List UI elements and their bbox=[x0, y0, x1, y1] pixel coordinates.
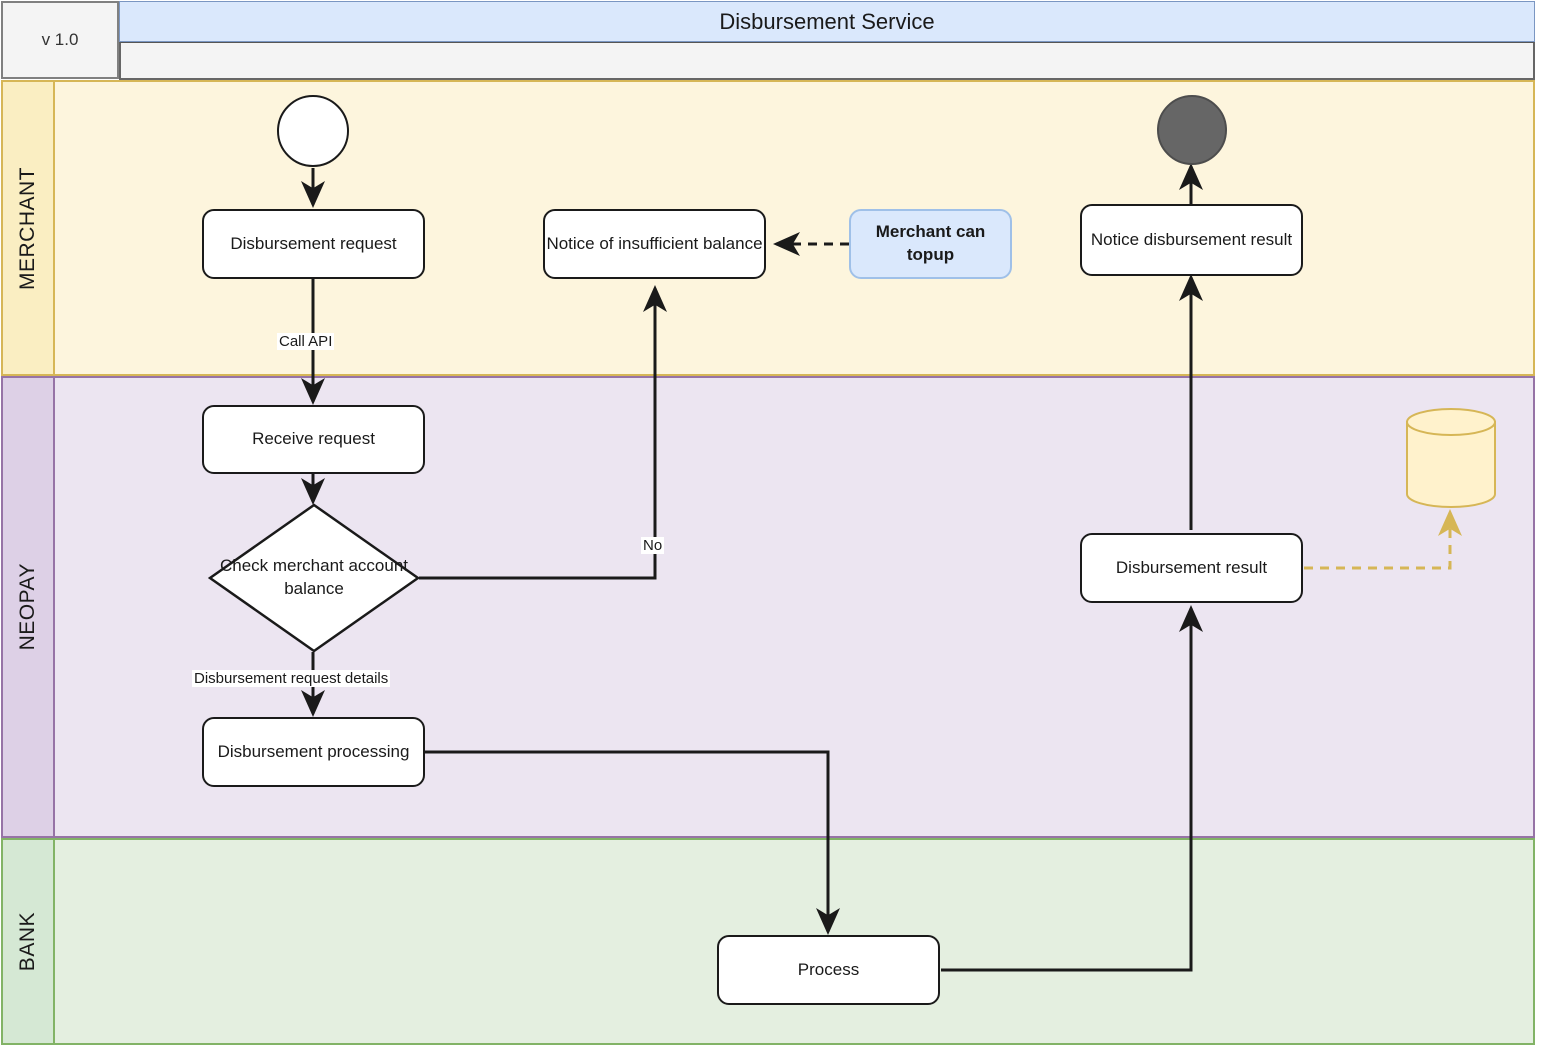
start-event[interactable] bbox=[277, 95, 349, 167]
node-notice-insufficient-balance[interactable]: Notice of insufficient balance bbox=[543, 209, 766, 279]
swimlane-header-merchant: MERCHANT bbox=[3, 82, 55, 374]
diagram-title-bar: Disbursement Service bbox=[119, 1, 1535, 42]
edge-label-request-details: Disbursement request details bbox=[192, 670, 391, 687]
node-label: Process bbox=[797, 959, 860, 979]
edge-label-no: No bbox=[641, 537, 665, 554]
node-label: Disbursement processing bbox=[217, 741, 410, 761]
node-receive-request[interactable]: Receive request bbox=[202, 405, 425, 474]
node-notice-disbursement-result[interactable]: Notice disbursement result bbox=[1080, 204, 1303, 276]
node-disbursement-request[interactable]: Disbursement request bbox=[202, 209, 425, 279]
node-label: Notice of insufficient balance bbox=[546, 233, 763, 253]
swimlane-label-neopay: NEOPAY bbox=[16, 563, 39, 651]
node-label: Receive request bbox=[252, 429, 375, 449]
node-merchant-can-topup[interactable]: Merchant can topup bbox=[849, 209, 1012, 279]
edge-label-call-api: Call API bbox=[277, 333, 335, 350]
node-label: Disbursement request bbox=[230, 233, 397, 253]
swimlane-header-neopay: NEOPAY bbox=[3, 378, 55, 836]
diamond-shape bbox=[207, 503, 421, 653]
diagram-subtitle-bar bbox=[119, 42, 1535, 80]
node-disbursement-processing[interactable]: Disbursement processing bbox=[202, 717, 425, 787]
page-title: Disbursement Service bbox=[719, 8, 935, 34]
end-event[interactable] bbox=[1157, 95, 1227, 165]
database-icon bbox=[1406, 408, 1496, 508]
node-label: Disbursement result bbox=[1115, 557, 1268, 577]
node-label: Notice disbursement result bbox=[1090, 229, 1293, 249]
node-database[interactable] bbox=[1406, 408, 1496, 508]
swimlane-header-bank: BANK bbox=[3, 840, 55, 1043]
version-label: v 1.0 bbox=[41, 30, 79, 49]
node-label: Merchant can topup bbox=[875, 222, 986, 264]
node-process[interactable]: Process bbox=[717, 935, 940, 1005]
swimlane-label-merchant: MERCHANT bbox=[16, 166, 39, 290]
swimlane-label-bank: BANK bbox=[16, 911, 39, 972]
node-disbursement-result[interactable]: Disbursement result bbox=[1080, 533, 1303, 603]
version-box: v 1.0 bbox=[1, 1, 119, 79]
node-check-merchant-account-balance[interactable]: Check merchant account balance bbox=[207, 503, 421, 653]
